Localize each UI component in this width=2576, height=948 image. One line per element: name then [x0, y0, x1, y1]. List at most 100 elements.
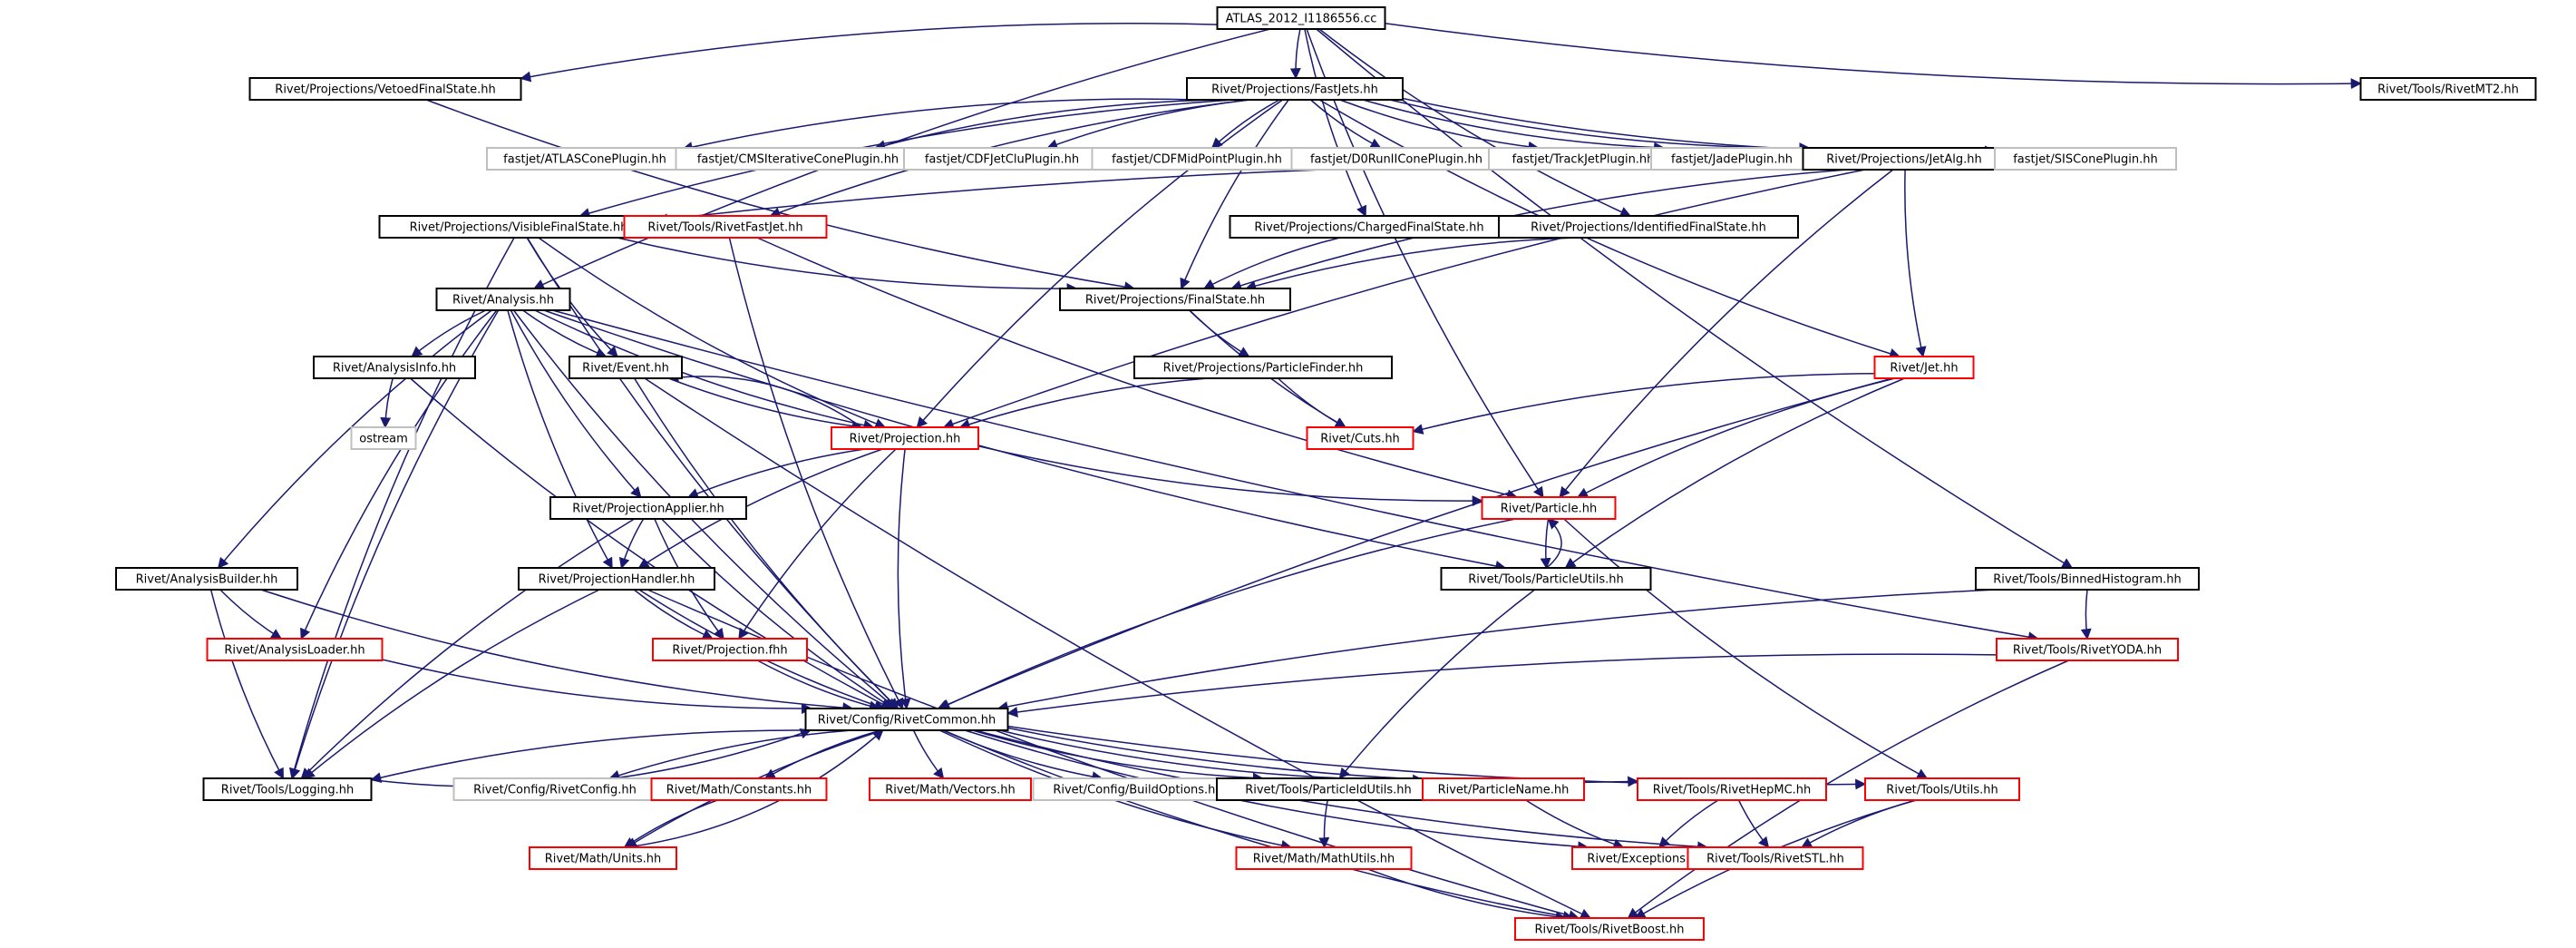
- edge-projapplier-to-projhandler: [618, 518, 645, 570]
- node-label: Rivet/Exceptions.hh: [1587, 853, 1704, 866]
- edge-units-to-common: [627, 729, 884, 848]
- node-box: [1306, 426, 1414, 450]
- node-box: [1235, 846, 1413, 870]
- node-units[interactable]: Rivet/Math/Units.hh: [529, 846, 677, 870]
- node-rivetboost[interactable]: Rivet/Tools/RivetBoost.hh: [1514, 917, 1705, 941]
- edge-identfs-to-finalstate: [1245, 237, 1578, 291]
- node-rivetyoda[interactable]: Rivet/Tools/RivetYODA.hh: [1996, 638, 2179, 661]
- edge-root-to-identfs: [1318, 28, 1632, 218]
- node-cdfmid: fastjet/CDFMidPointPlugin.hh: [1091, 147, 1303, 171]
- node-box: [652, 638, 808, 661]
- node-box: [1873, 356, 1975, 379]
- node-particleidutils[interactable]: Rivet/Tools/ParticleIdUtils.hh: [1216, 777, 1441, 801]
- node-analysis[interactable]: Rivet/Analysis.hh: [435, 288, 571, 311]
- edge-common-to-rivetboost: [943, 729, 1574, 922]
- edge-analysis-to-rivetyoda: [552, 309, 2039, 643]
- edge-utils-to-rivetstl: [1801, 799, 1917, 848]
- edge-particle-to-particleutils: [1540, 518, 1551, 570]
- node-binnedhisto[interactable]: Rivet/Tools/BinnedHistogram.hh: [1975, 567, 2200, 591]
- edge-fastjets-to-visiblefs: [578, 99, 1234, 219]
- node-label: Rivet/Particle.hh: [1501, 503, 1597, 516]
- node-finalstate[interactable]: Rivet/Projections/FinalState.hh: [1059, 288, 1291, 311]
- node-jet[interactable]: Rivet/Jet.hh: [1873, 356, 1975, 379]
- node-particleutils[interactable]: Rivet/Tools/ParticleUtils.hh: [1440, 567, 1652, 591]
- edge-jetalg-to-visiblefs: [656, 161, 1803, 225]
- node-label: Rivet/Projections/VetoedFinalState.hh: [275, 83, 495, 97]
- node-analysisinfo[interactable]: Rivet/AnalysisInfo.hh: [313, 356, 476, 379]
- node-particlefinder[interactable]: Rivet/Projections/ParticleFinder.hh: [1133, 356, 1393, 379]
- node-particle[interactable]: Rivet/Particle.hh: [1481, 496, 1617, 520]
- node-atlascone: fastjet/ATLASConePlugin.hh: [486, 147, 684, 171]
- node-rivethepmc[interactable]: Rivet/Tools/RivetHepMC.hh: [1637, 777, 1827, 801]
- edge-event-to-common: [633, 377, 899, 709]
- edge-jetalg-to-particle: [1559, 169, 1894, 498]
- node-constants[interactable]: Rivet/Math/Constants.hh: [650, 777, 828, 801]
- node-label: Rivet/ProjectionApplier.hh: [572, 503, 724, 516]
- node-particlename[interactable]: Rivet/ParticleName.hh: [1422, 777, 1585, 801]
- edge-particle-to-common: [938, 518, 1516, 709]
- node-label: Rivet/Analysis.hh: [452, 294, 554, 308]
- node-root[interactable]: ATLAS_2012_I1186556.cc: [1216, 6, 1386, 30]
- node-box: [1481, 496, 1617, 520]
- node-buildoptions: Rivet/Config/BuildOptions.hh: [1032, 777, 1244, 801]
- node-box: [2359, 77, 2537, 101]
- node-box: [313, 356, 476, 379]
- node-vectors[interactable]: Rivet/Math/Vectors.hh: [869, 777, 1032, 801]
- node-logging[interactable]: Rivet/Tools/Logging.hh: [202, 777, 373, 801]
- node-box: [1133, 356, 1393, 379]
- node-box: [1864, 777, 2020, 801]
- node-utils[interactable]: Rivet/Tools/Utils.hh: [1864, 777, 2020, 801]
- edge-visiblefs-to-finalstate: [617, 237, 1078, 295]
- node-box: [1186, 77, 1404, 101]
- edge-rivetyoda-to-rivetboost: [1627, 660, 2069, 919]
- node-box: [1440, 567, 1652, 591]
- node-mathutils[interactable]: Rivet/Math/MathUtils.hh: [1235, 846, 1413, 870]
- edge-particlefinder-to-cuts: [1277, 377, 1346, 428]
- edge-projapplier-to-logging: [300, 518, 635, 779]
- node-cuts[interactable]: Rivet/Cuts.hh: [1306, 426, 1414, 450]
- edge-projection-to-projapplier: [686, 448, 866, 499]
- node-common[interactable]: Rivet/Config/RivetCommon.hh: [804, 708, 1009, 731]
- node-box: [1975, 567, 2200, 591]
- edge-fastjets-to-trackjet: [1339, 99, 1540, 152]
- edge-analysis-to-logging: [289, 309, 500, 780]
- edge-analysis-to-projhandler: [507, 309, 613, 570]
- node-analysisloader[interactable]: Rivet/AnalysisLoader.hh: [206, 638, 384, 661]
- node-visiblefs[interactable]: Rivet/Projections/VisibleFinalState.hh: [378, 215, 659, 239]
- node-cmsiter: fastjet/CMSIterativeConePlugin.hh: [675, 147, 921, 171]
- node-projection[interactable]: Rivet/Projection.hh: [831, 426, 979, 450]
- node-jade: fastjet/JadePlugin.hh: [1650, 147, 1813, 171]
- node-label: Rivet/Config/RivetCommon.hh: [818, 714, 996, 728]
- edge-root-to-mt2: [1385, 22, 2362, 90]
- edge-common-to-logging: [370, 729, 811, 783]
- edge-analysis-to-analysisloader: [300, 309, 498, 640]
- node-box: [804, 708, 1009, 731]
- node-label: ostream: [359, 433, 408, 446]
- edge-jet-to-particleutils: [1564, 377, 1905, 569]
- node-mt2[interactable]: Rivet/Tools/RivetMT2.hh: [2359, 77, 2537, 101]
- edge-particle-to-utils: [1563, 518, 1929, 779]
- node-projhandler[interactable]: Rivet/ProjectionHandler.hh: [518, 567, 715, 591]
- node-box: [1488, 147, 1678, 171]
- node-label: Rivet/Projections/JetAlg.hh: [1826, 153, 1982, 167]
- node-fastjets[interactable]: Rivet/Projections/FastJets.hh: [1186, 77, 1404, 101]
- node-vetoed[interactable]: Rivet/Projections/VetoedFinalState.hh: [248, 77, 522, 101]
- node-jetalg[interactable]: Rivet/Projections/JetAlg.hh: [1802, 147, 2007, 171]
- node-label: Rivet/Tools/Utils.hh: [1886, 784, 1998, 797]
- node-analysisbuilder[interactable]: Rivet/AnalysisBuilder.hh: [115, 567, 298, 591]
- node-rivetfastjet[interactable]: Rivet/Tools/RivetFastJet.hh: [623, 215, 828, 239]
- edge-analysisbuilder-to-logging: [209, 589, 285, 780]
- node-identfs[interactable]: Rivet/Projections/IdentifiedFinalState.h…: [1498, 215, 1799, 239]
- edge-jetalg-to-jet: [1904, 169, 1927, 358]
- node-rivetstl[interactable]: Rivet/Tools/RivetSTL.hh: [1687, 846, 1864, 870]
- node-box: [1687, 846, 1864, 870]
- edge-fastjets-to-projection: [916, 99, 1284, 428]
- node-chargedfs[interactable]: Rivet/Projections/ChargedFinalState.hh: [1229, 215, 1510, 239]
- node-box: [569, 356, 683, 379]
- node-box: [1422, 777, 1585, 801]
- node-projapplier[interactable]: Rivet/ProjectionApplier.hh: [549, 496, 747, 520]
- node-label: Rivet/AnalysisBuilder.hh: [136, 573, 278, 587]
- node-projfhh[interactable]: Rivet/Projection.fhh: [652, 638, 808, 661]
- node-event[interactable]: Rivet/Event.hh: [569, 356, 683, 379]
- node-box: [1091, 147, 1303, 171]
